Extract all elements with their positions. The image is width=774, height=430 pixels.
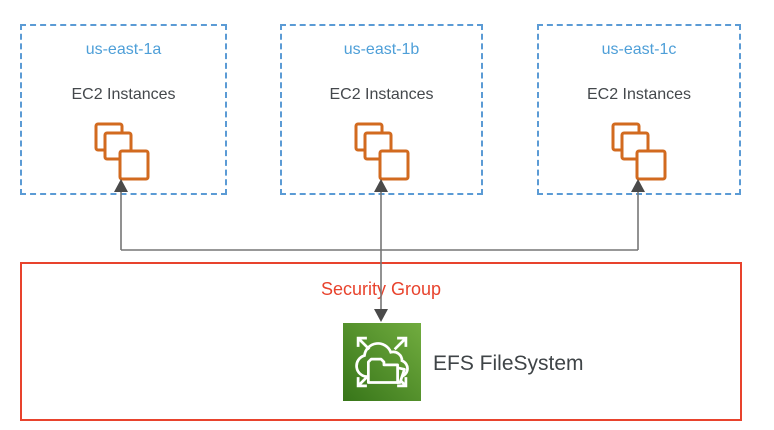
az-label: us-east-1c	[601, 41, 677, 58]
efs-icon	[343, 323, 421, 401]
security-group-box: Security Group EFS	[20, 262, 742, 421]
az-box-us-east-1b: us-east-1b EC2 Instances	[280, 24, 483, 195]
security-group-label: Security Group	[320, 279, 442, 299]
ec2-instances-icon	[94, 122, 150, 181]
ec2-instances-label: EC2 Instances	[329, 86, 434, 103]
az-box-us-east-1a: us-east-1a EC2 Instances	[20, 24, 227, 195]
az-label: us-east-1b	[343, 41, 420, 58]
ec2-instances-label: EC2 Instances	[71, 86, 176, 103]
ec2-instances-icon	[611, 122, 667, 181]
ec2-instances-label: EC2 Instances	[586, 86, 692, 103]
az-box-us-east-1c: us-east-1c EC2 Instances	[537, 24, 741, 195]
efs-filesystem-label: EFS FileSystem	[433, 352, 584, 375]
ec2-instances-icon	[354, 122, 410, 181]
az-label: us-east-1a	[85, 41, 162, 58]
